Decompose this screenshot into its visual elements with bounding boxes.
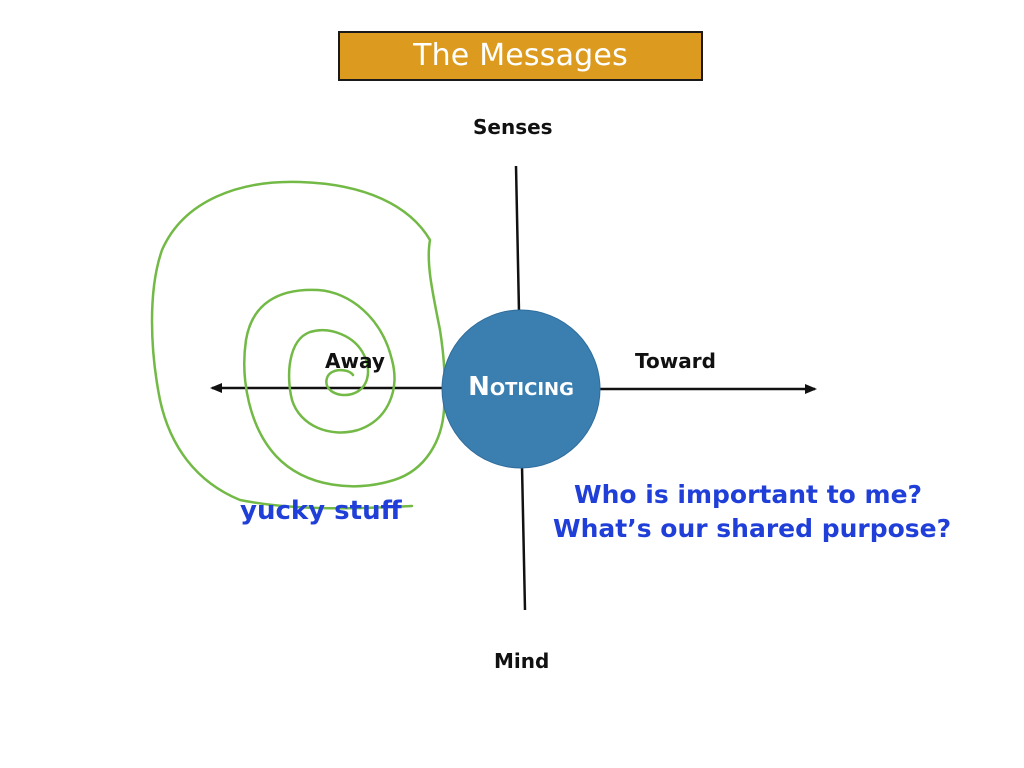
vertical-axis-top [514, 165, 521, 313]
axis-label-senses: Senses [473, 115, 553, 139]
yucky-stuff-label: yucky stuff [240, 496, 402, 526]
axis-label-toward: Toward [635, 349, 716, 373]
axis-label-mind: Mind [494, 649, 550, 673]
question-important-people: Who is important to me? [574, 480, 923, 509]
noticing-label: Noticing [468, 372, 574, 402]
vertical-axis-bottom [520, 465, 527, 611]
axis-label-away: Away [325, 349, 385, 373]
title-box: The Messages [338, 31, 703, 81]
page-title: The Messages [413, 38, 628, 73]
question-shared-purpose: What’s our shared purpose? [553, 514, 952, 543]
spiral-scribble [150, 180, 447, 510]
noticing-circle [441, 309, 601, 469]
